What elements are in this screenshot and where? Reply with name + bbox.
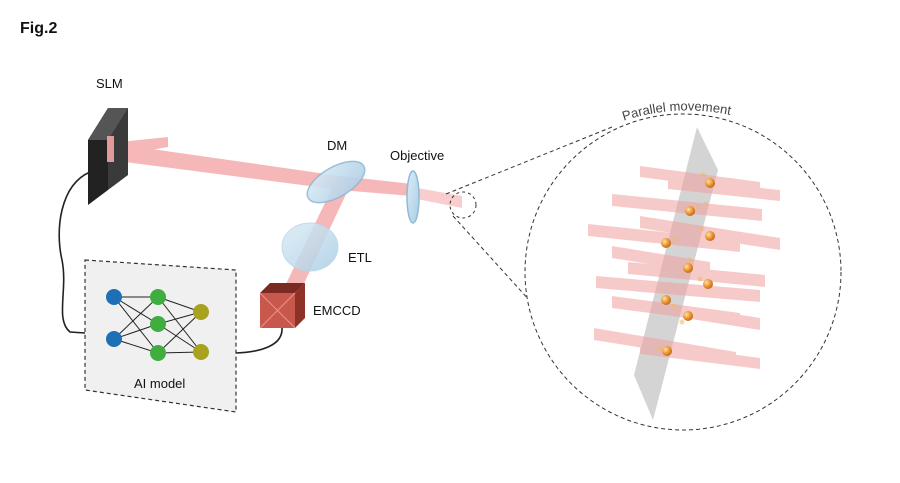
zoom-line-top [445,126,613,195]
hidden-neuron [150,316,166,332]
input-neuron [106,331,122,347]
slm-label: SLM [96,76,123,91]
inset-magnified-view: Parallel movement [524,98,842,431]
dm-mirror [306,160,366,204]
atom [683,263,693,273]
hidden-neuron [150,345,166,361]
objective-focus-beam [412,187,462,208]
figure-label: Fig.2 [20,20,57,37]
atom [705,231,715,241]
atom-trail [697,276,703,282]
output-neuron [193,304,209,320]
slm-device [88,108,128,205]
atoms [656,172,715,356]
output-neuron [193,344,209,360]
atom-trail [672,236,678,242]
atom [685,206,695,216]
slm-to-dm-beam [110,143,340,190]
emccd-label: EMCCD [313,303,361,318]
atom-trail [695,204,701,210]
atom [683,311,693,321]
ai-model-label: AI model [134,376,185,391]
atom-trail [656,346,662,352]
objective-lens [406,170,420,224]
zoom-line-bottom [452,215,639,421]
emccd-camera [259,283,305,329]
atom-trail [671,303,677,309]
slm-cable [58,171,91,334]
atom-trail [699,226,705,232]
focus-spot-circle [449,191,477,219]
atom-trail [700,172,706,178]
atom [662,346,672,356]
atom [661,295,671,305]
objective-label: Objective [390,148,444,163]
hidden-neuron [150,289,166,305]
atom [703,279,713,289]
etl-lens [281,222,339,272]
ai-model-panel [84,259,237,413]
atom [705,178,715,188]
etl-label: ETL [348,250,372,265]
emccd-cable [235,327,283,354]
atom-trail [687,257,693,263]
input-neuron [106,289,122,305]
atom [661,238,671,248]
atom-trail [679,319,685,325]
atom-trail [704,201,708,205]
dm-label: DM [327,138,347,153]
